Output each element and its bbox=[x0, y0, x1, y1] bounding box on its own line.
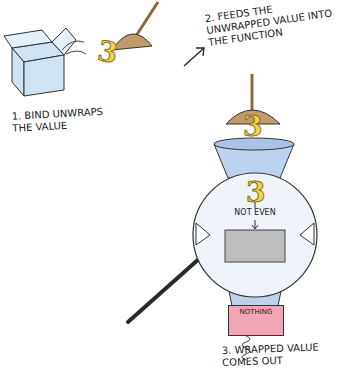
flow-arrow bbox=[252, 225, 258, 229]
result-box: NOTHING bbox=[228, 305, 284, 336]
step-caption: 1. BIND UNWRAPS THE VALUE bbox=[11, 105, 116, 134]
motion-lines bbox=[62, 41, 86, 54]
step-caption: 3. WRAPPED VALUE COMES OUT bbox=[222, 341, 333, 369]
globe-fin bbox=[300, 223, 314, 245]
globe-fin bbox=[196, 223, 210, 245]
step-arrow bbox=[184, 48, 204, 66]
value-numeral: 3 bbox=[246, 178, 270, 208]
globe-glass bbox=[193, 173, 317, 297]
open-box bbox=[4, 28, 76, 96]
node-text: NOTHING bbox=[228, 308, 284, 317]
step-caption: 2. FEEDS THE UNWRAPPED VALUE INTO THE FU… bbox=[204, 0, 338, 49]
box-face bbox=[229, 306, 284, 336]
node-text: NOT EVEN bbox=[192, 208, 318, 218]
flow-arrow bbox=[255, 220, 256, 228]
crank-handle bbox=[128, 258, 200, 322]
value-numeral: 3 bbox=[243, 112, 267, 142]
value-numeral: 3 bbox=[96, 36, 125, 70]
inner-slot bbox=[225, 230, 285, 262]
